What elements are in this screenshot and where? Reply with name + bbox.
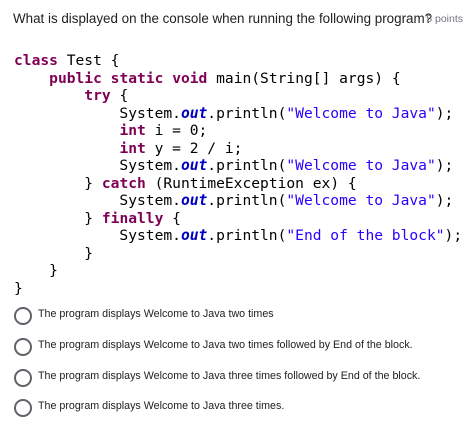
option-label: The program displays Welcome to Java two…: [38, 308, 274, 320]
option-label: The program displays Welcome to Java thr…: [38, 370, 421, 382]
question-title: What is displayed on the console when ru…: [13, 11, 433, 26]
option-label: The program displays Welcome to Java two…: [38, 339, 413, 351]
answer-option-2[interactable]: The program displays Welcome to Java two…: [13, 336, 463, 358]
code-line: public static void main(String[] args) {: [49, 69, 401, 87]
code-line: System.out.println("Welcome to Java");: [14, 104, 454, 122]
code-line: System.out.println("Welcome to Java");: [14, 192, 454, 209]
code-line: class Test {: [14, 52, 120, 69]
code-line: } finally {: [14, 209, 181, 227]
code-snippet: class Test { public static void main(Str…: [14, 52, 470, 298]
option-label: The program displays Welcome to Java thr…: [38, 400, 285, 412]
answer-option-1[interactable]: The program displays Welcome to Java two…: [13, 305, 463, 327]
code-line: }: [14, 244, 94, 262]
code-line: int i = 0;: [119, 122, 208, 139]
points-label: 5 points: [426, 13, 463, 25]
code-line: int y = 2 / i;: [119, 139, 243, 157]
code-line: System.out.println("Welcome to Java");: [14, 157, 454, 174]
code-line: try {: [84, 87, 129, 104]
code-line: System.out.println("End of the block");: [14, 227, 463, 244]
code-line: }: [14, 262, 58, 279]
code-line: }: [14, 279, 23, 297]
question-header: What is displayed on the console when ru…: [13, 11, 463, 31]
radio-button[interactable]: [14, 369, 32, 387]
radio-button[interactable]: [14, 399, 32, 417]
answer-option-4[interactable]: The program displays Welcome to Java thr…: [13, 397, 463, 419]
radio-button[interactable]: [14, 307, 32, 325]
radio-button[interactable]: [14, 338, 32, 356]
code-line: } catch (RuntimeException ex) {: [14, 174, 357, 192]
answer-option-3[interactable]: The program displays Welcome to Java thr…: [13, 367, 463, 389]
